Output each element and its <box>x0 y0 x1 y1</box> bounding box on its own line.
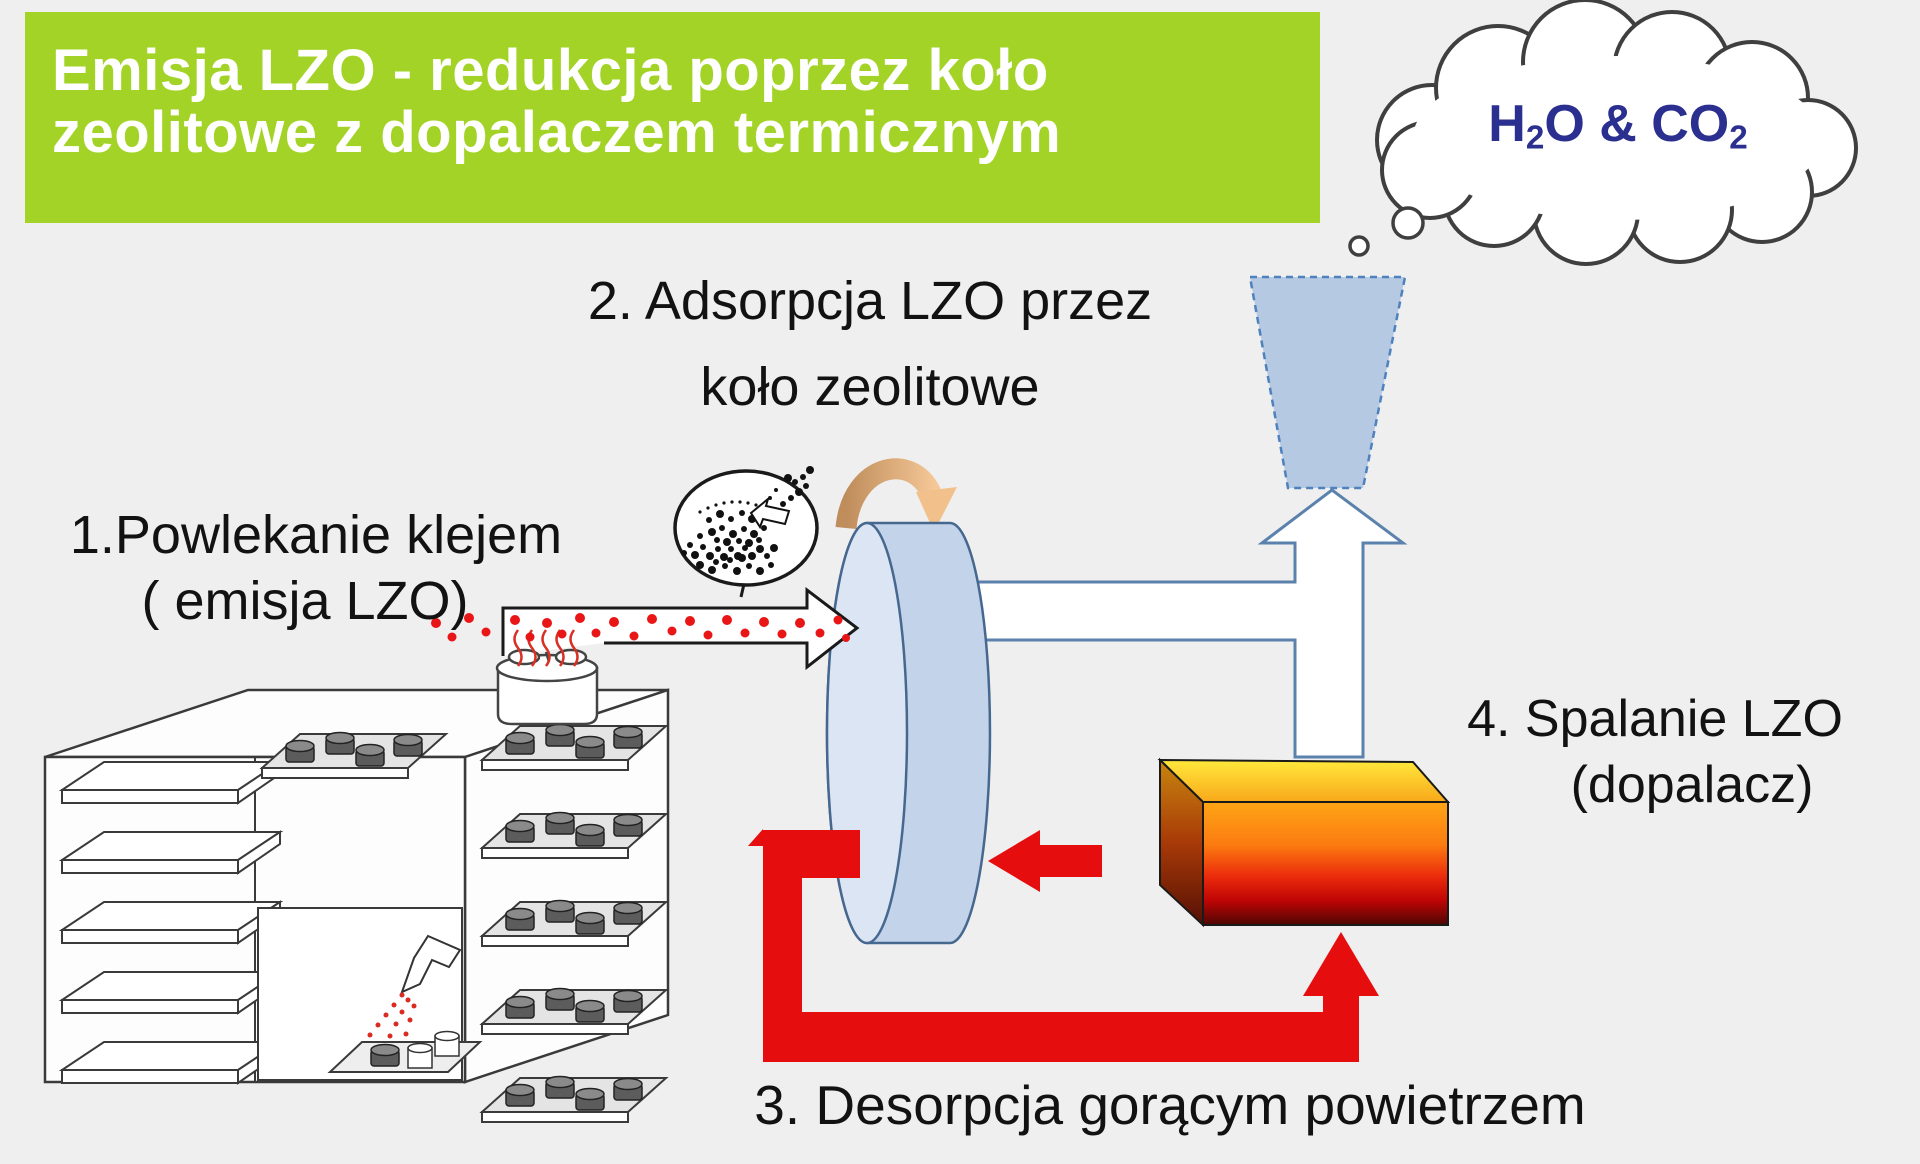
glue-pot-icon <box>495 648 599 726</box>
step-4-label-line-2: (dopalacz) <box>1570 756 1814 814</box>
voc-emission-arrow-icon <box>501 586 860 671</box>
spray-gun-icon <box>400 934 462 994</box>
title-line-1: Emisja LZO - redukcja poprzez koło <box>52 38 1049 103</box>
step-1-label-line-2: ( emisja LZO) <box>141 571 469 631</box>
step-2-label-line-2: koło zeolitowe <box>700 357 1040 417</box>
step-3-label: 3. Desorpcja gorącym powietrzem <box>754 1074 1586 1136</box>
exhaust-funnel-icon <box>1248 275 1407 490</box>
clean-air-arrow-icon <box>958 488 1408 759</box>
zeolite-wheel-icon <box>825 521 992 945</box>
emission-formula: H2O & CO2 <box>1408 94 1828 157</box>
title-banner: Emisja LZO - redukcja poprzez koło zeoli… <box>25 12 1320 223</box>
zeolite-closeup-icon <box>673 466 819 598</box>
voc-dots <box>431 613 850 642</box>
formula-h: H <box>1488 95 1526 153</box>
steam-lines <box>513 629 579 667</box>
step-2-label-line-1: 2. Adsorpcja LZO przez <box>587 271 1153 331</box>
afterburner-box-icon <box>1157 757 1451 928</box>
step-4-label-line-1: 4. Spalanie LZO <box>1467 690 1843 748</box>
coating-machine-icon <box>43 688 670 1122</box>
formula-mid: O & CO <box>1544 95 1730 153</box>
hot-air-loop-arrow-icon <box>748 829 1379 1062</box>
thought-cloud-icon <box>1348 0 1858 266</box>
formula-sub2: 2 <box>1729 119 1748 157</box>
thought-bubble-small <box>1348 235 1370 257</box>
desorb-mini-arrow-icon <box>749 496 791 530</box>
hot-air-arrow-icon <box>988 830 1102 892</box>
thought-bubble-large <box>1391 206 1425 240</box>
rotation-arrow-icon <box>835 458 957 532</box>
step-1-label-line-1: 1.Powlekanie klejem <box>69 505 563 565</box>
formula-sub1: 2 <box>1525 119 1545 157</box>
title-line-2: zeolitowe z dopalaczem termicznym <box>52 100 1062 165</box>
